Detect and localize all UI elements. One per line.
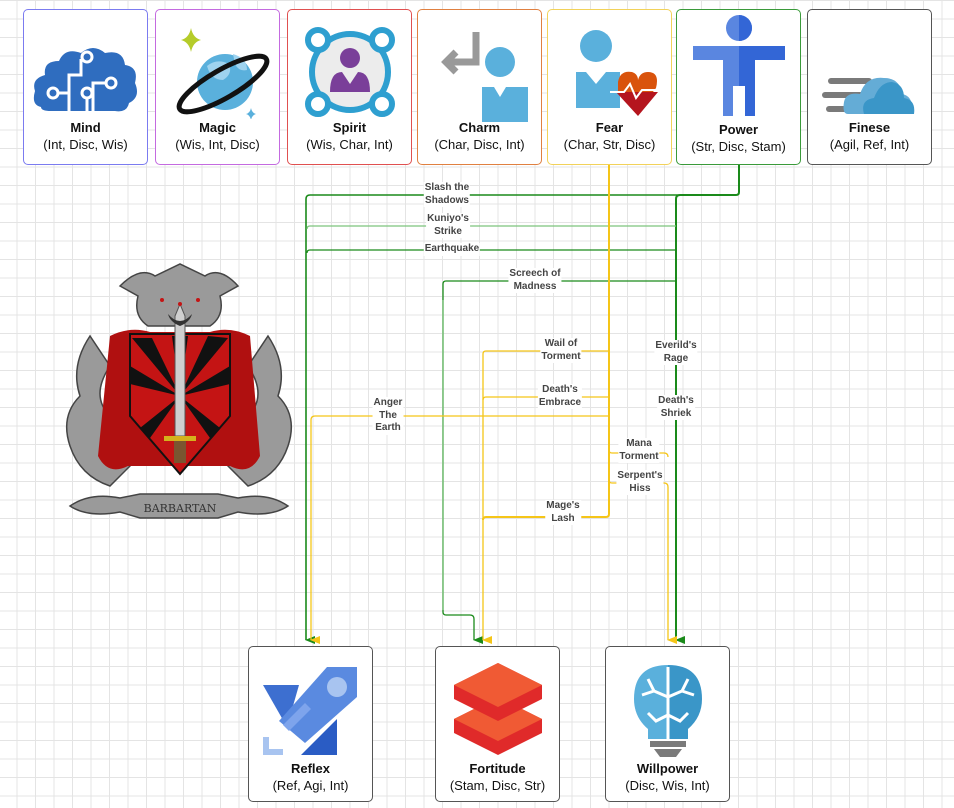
node-stats: (Str, Disc, Stam)	[691, 139, 786, 154]
person-network-icon	[288, 10, 411, 122]
node-title: Charm	[458, 120, 501, 135]
fast-cloud-icon	[808, 10, 931, 120]
node-title: Reflex	[290, 761, 331, 776]
node-title: Fortitude	[469, 761, 526, 776]
node-mind[interactable]: Mind (Int, Disc, Wis)	[23, 9, 148, 165]
node-title: Power	[718, 122, 758, 137]
node-stats: (Char, Str, Disc)	[563, 137, 656, 152]
node-willpower[interactable]: Willpower (Disc, Wis, Int)	[605, 646, 730, 802]
lightbulb-brain-icon	[606, 647, 729, 761]
node-stats: (Char, Disc, Int)	[434, 137, 525, 152]
edge-power-trunk[interactable]	[675, 165, 740, 644]
edge-kuniyos-strike[interactable]	[306, 225, 676, 230]
planet-orbit-icon	[156, 10, 279, 119]
edge-anger-the-earth[interactable]	[310, 415, 609, 644]
brain-circuit-cloud-icon	[24, 10, 147, 115]
crest-banner-text: BARBARTAN	[144, 502, 217, 515]
node-stats: (Wis, Int, Disc)	[175, 137, 260, 152]
node-stats: (Wis, Char, Int)	[306, 137, 393, 152]
node-stats: (Int, Disc, Wis)	[43, 137, 128, 152]
node-stats: (Agil, Ref, Int)	[829, 137, 910, 152]
accessibility-person-icon	[677, 10, 800, 116]
edge-slash-the-shadows[interactable]	[305, 194, 680, 644]
node-power[interactable]: Power (Str, Disc, Stam)	[676, 9, 801, 165]
node-stats: (Disc, Wis, Int)	[625, 778, 710, 793]
edge-screech-of-madness[interactable]	[442, 280, 676, 644]
edge-wail-of-torment[interactable]	[482, 350, 609, 644]
node-finese[interactable]: Finese (Agil, Ref, Int)	[807, 9, 932, 165]
stacked-layers-icon	[436, 647, 559, 761]
person-return-arrow-icon	[418, 10, 541, 122]
node-spirit[interactable]: Spirit (Wis, Char, Int)	[287, 9, 412, 165]
node-title: Finese	[848, 120, 891, 135]
node-charm[interactable]: Charm (Char, Disc, Int)	[417, 9, 542, 165]
boar-crest-icon: BARBARTAN	[60, 256, 298, 532]
node-stats: (Stam, Disc, Str)	[449, 778, 546, 793]
edge-serpents-hiss[interactable]	[608, 479, 677, 644]
node-title: Willpower	[636, 761, 699, 776]
node-magic[interactable]: Magic (Wis, Int, Disc)	[155, 9, 280, 165]
node-title: Magic	[199, 120, 236, 135]
rocket-icon	[249, 647, 372, 761]
edge-deaths-embrace[interactable]	[482, 396, 609, 401]
node-reflex[interactable]: Reflex (Ref, Agi, Int)	[248, 646, 373, 802]
edge-label-earthquake: Earthquake	[423, 243, 481, 256]
node-fortitude[interactable]: Fortitude (Stam, Disc, Str)	[435, 646, 560, 802]
node-title: Mind	[70, 120, 101, 135]
node-title: Spirit	[332, 120, 367, 135]
node-stats: (Ref, Agi, Int)	[272, 778, 349, 793]
node-fear[interactable]: Fear (Char, Str, Disc)	[547, 9, 672, 165]
person-heartbeat-icon	[548, 10, 671, 126]
node-title: Fear	[595, 120, 624, 135]
edge-earthquake[interactable]	[306, 249, 676, 254]
